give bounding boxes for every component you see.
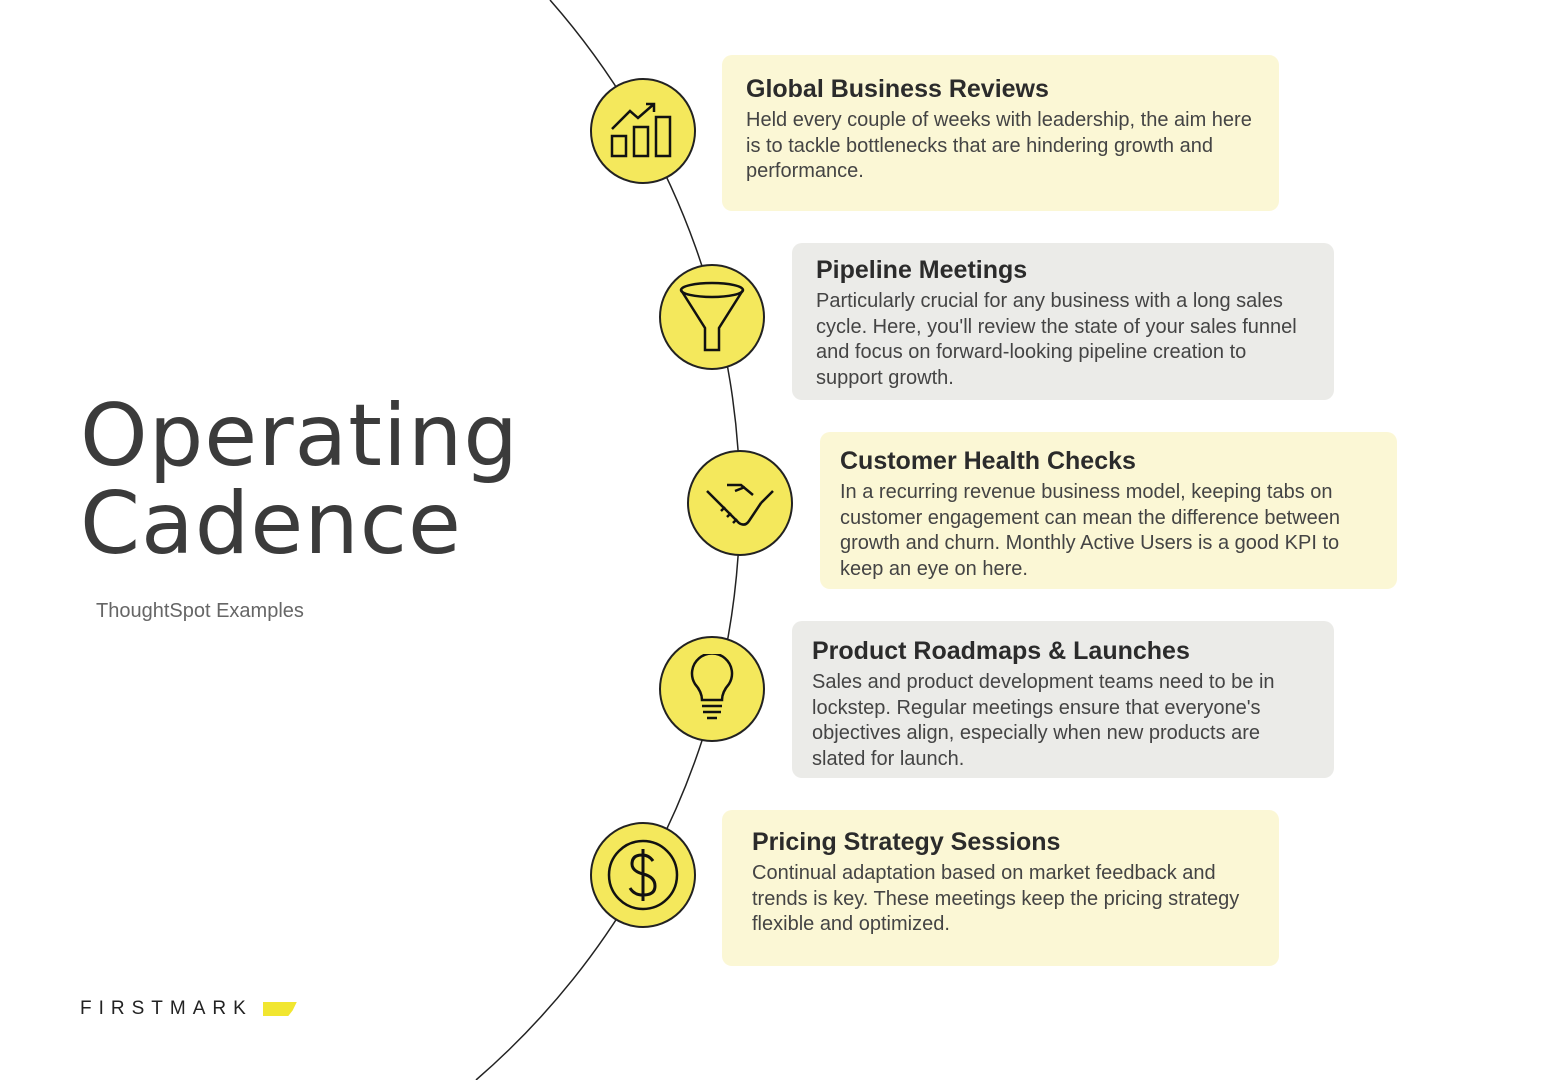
lightbulb-icon [659, 636, 765, 742]
logo-text: FIRSTMARK [80, 998, 253, 1019]
firstmark-logo: FIRSTMARK [80, 998, 297, 1020]
card-title: Customer Health Checks [840, 447, 1136, 475]
card-text: Particularly crucial for any business wi… [816, 290, 1297, 389]
card-title: Global Business Reviews [746, 75, 1049, 103]
handshake-icon [687, 450, 793, 556]
card-customer-health-checks: Customer Health Checks In a recurring rev… [820, 432, 1397, 589]
funnel-icon [659, 264, 765, 370]
card-text: In a recurring revenue business model, k… [840, 481, 1340, 580]
dollar-icon [590, 822, 696, 928]
card-text: Continual adaptation based on market fee… [752, 862, 1240, 935]
logo-mark [262, 1002, 297, 1016]
title-line: Cadence [80, 474, 462, 574]
card-title: Pipeline Meetings [816, 256, 1028, 284]
card-title: Product Roadmaps & Launches [812, 637, 1190, 665]
card-text: Sales and product development teams need… [812, 671, 1275, 770]
card-text: Held every couple of weeks with leadersh… [746, 109, 1252, 182]
card-title: Pricing Strategy Sessions [752, 828, 1061, 856]
subtitle: ThoughtSpot Examples [96, 600, 304, 622]
bar-chart-growth-icon [590, 78, 696, 184]
title-line: Operating [80, 386, 519, 486]
